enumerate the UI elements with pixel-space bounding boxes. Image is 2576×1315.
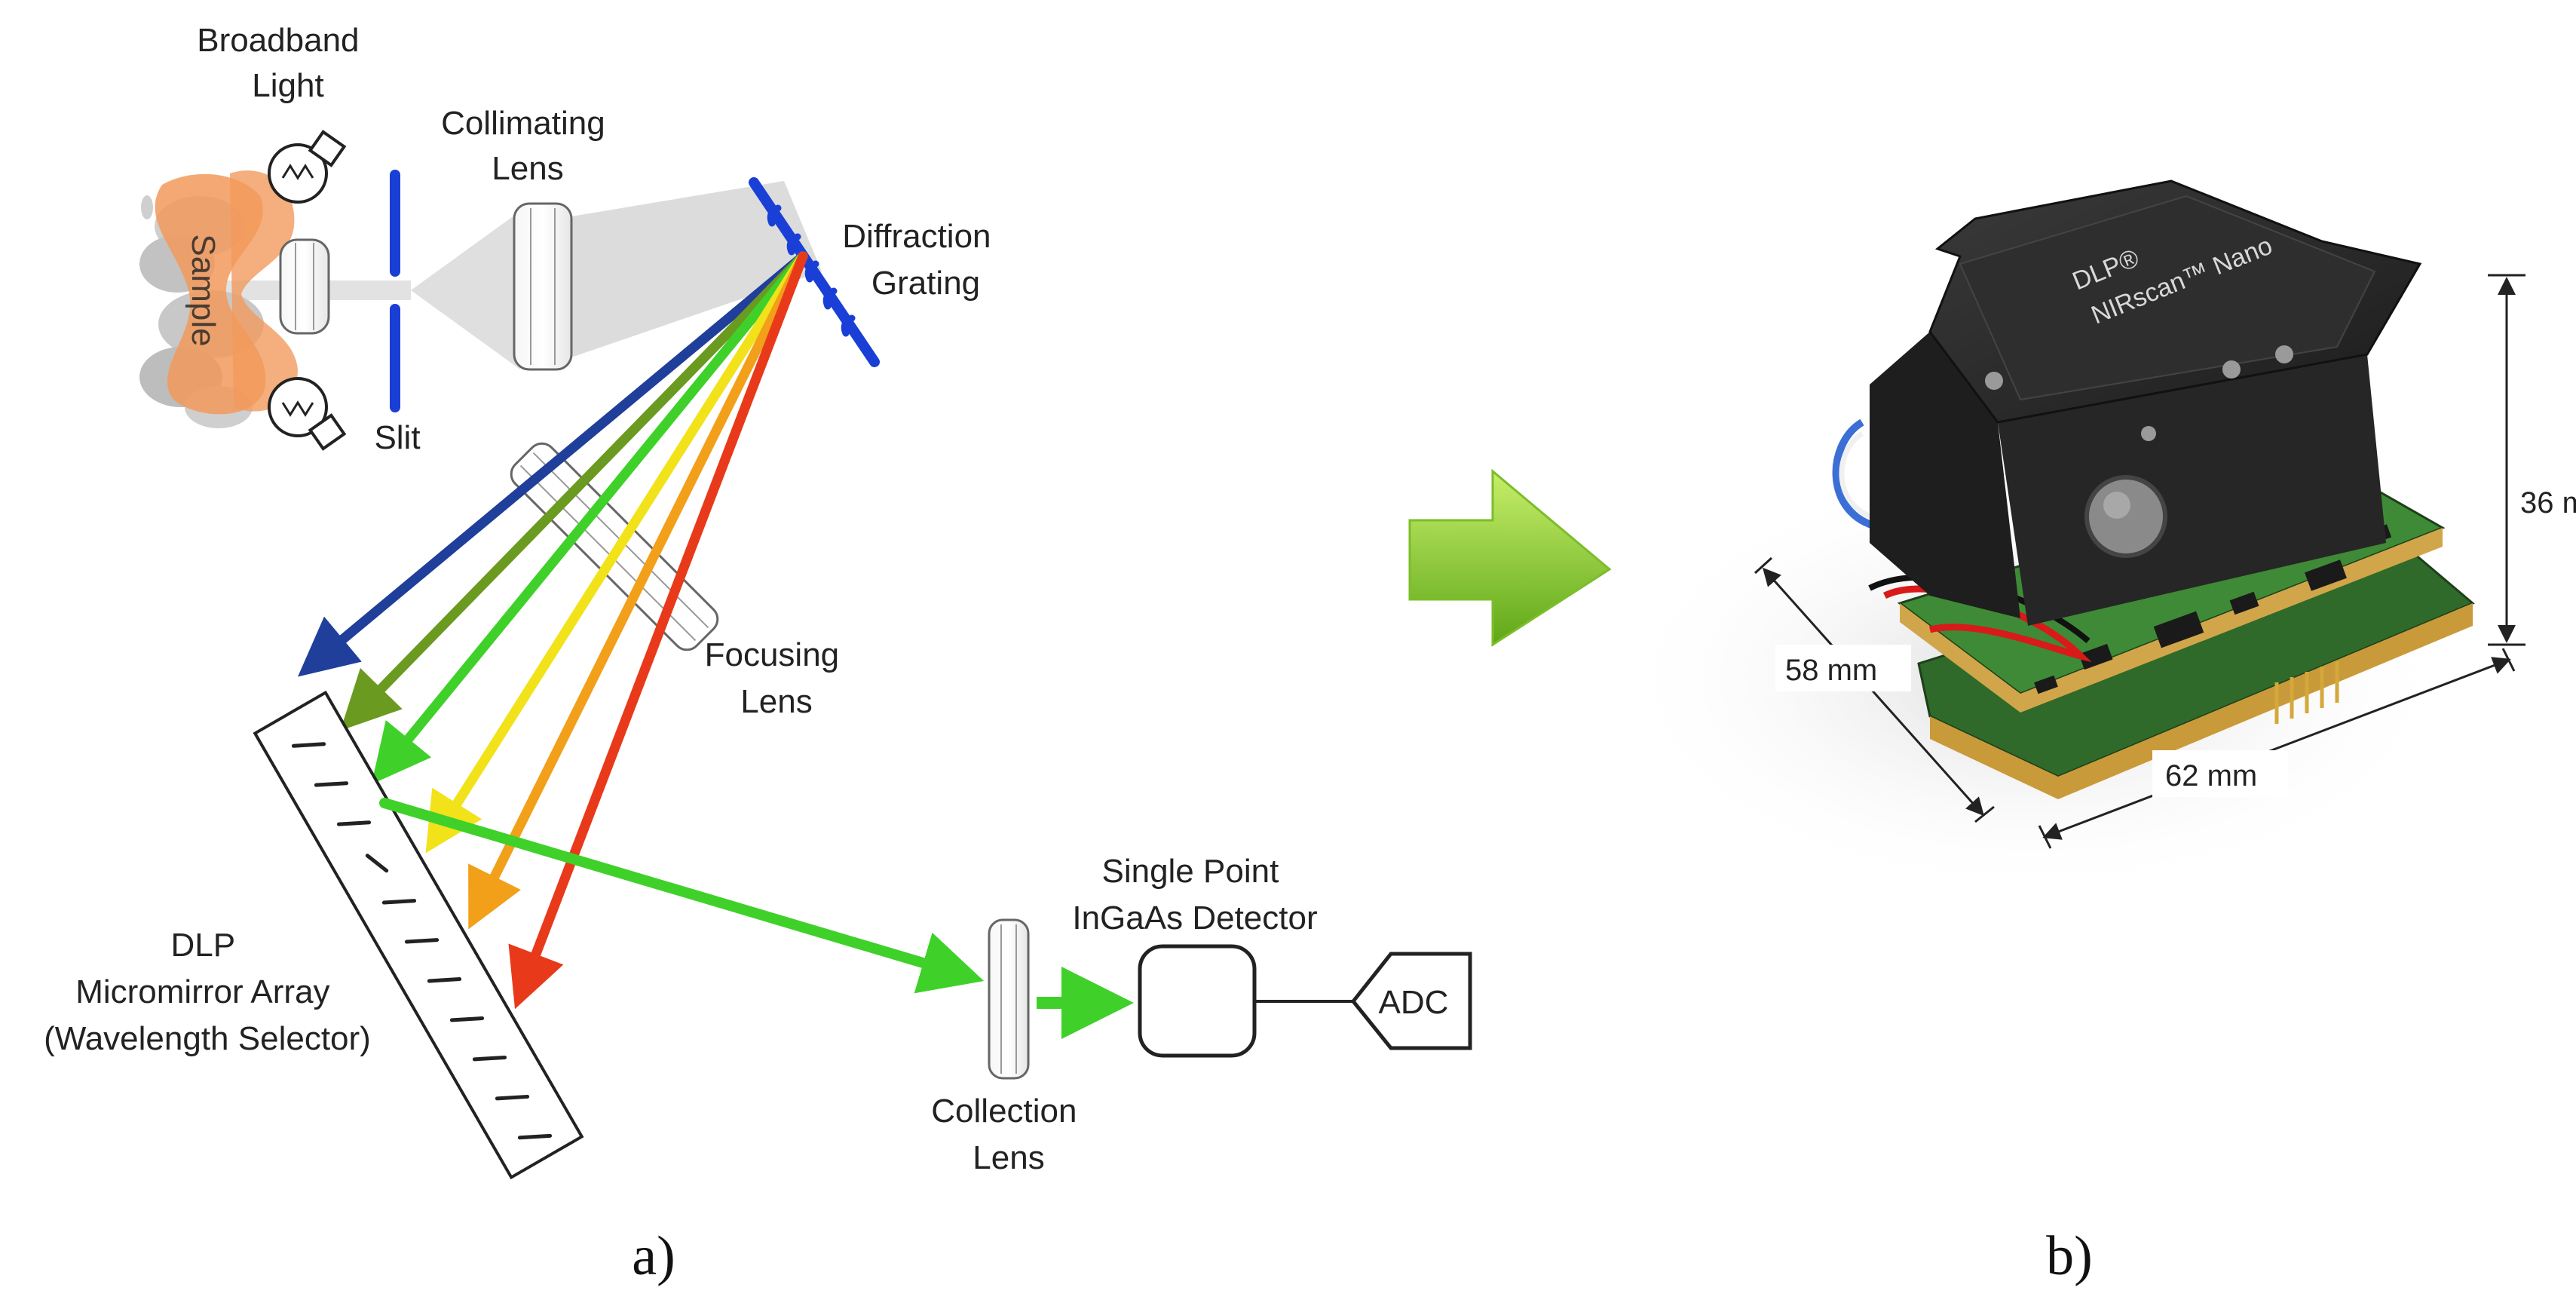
sample-icon [139,170,298,428]
sample-lens-icon [279,238,330,335]
dimension-depth [1754,556,1995,823]
depth-dimension-label: 58 mm [1785,654,1877,687]
bulb-icon-top [268,130,347,204]
bulb-icon-bottom [268,377,347,451]
broadband-light-label: Broadband Light [197,22,369,104]
panel-b-device: DLP® NIRscan™ Nano 36 mm 58 mm 62 mm b) [1613,179,2576,1287]
ray-green [371,251,808,785]
diffraction-grating-label: Diffraction Grating [842,218,1000,302]
dlp-micromirror-array-icon [253,690,584,1180]
panel-a-caption: a) [632,1225,675,1287]
detector-label: Single Point InGaAs Detector [1072,853,1317,936]
ray-orange [468,251,808,930]
reflected-beam [379,798,985,994]
collection-lens-label: Collection Lens [931,1093,1086,1176]
lens-port-icon [2084,475,2167,558]
collimating-lens-icon [513,202,573,371]
sample-label: Sample [185,234,222,346]
panel-b-caption: b) [2046,1225,2093,1287]
width-dimension-label: 62 mm [2165,759,2257,792]
slit-label: Slit [374,419,420,456]
diffraction-grating-icon [749,177,880,367]
right-arrow-icon [1408,468,1612,647]
ray-yellow [425,251,808,854]
adc-label: ADC [1379,984,1449,1021]
height-dimension-label: 36 mm [2520,486,2576,520]
dimension-width [2038,648,2516,849]
diffracted-rays [298,251,808,1010]
collimated-beam [558,181,822,362]
ray-red [508,251,808,1010]
housing-top-plate [1959,195,2376,401]
housing-screws [1985,345,2293,441]
collection-lens-icon [988,918,1030,1080]
panel-a-diagram: Sample Broadband Light Slit [44,22,1472,1287]
housing-front [1998,354,2386,626]
dlp-label: DLP Micromirror Array (Wavelength Select… [44,927,371,1057]
focusing-lens-label: Focusing Lens [705,636,849,720]
light-cone-slit [411,211,520,369]
ingaas-detector-icon [1138,944,1257,1058]
collimating-lens-label: Collimating Lens [441,105,614,187]
ray-olive [340,251,808,731]
ray-blue [298,251,808,677]
dimension-height [2488,274,2525,646]
adc-icon [1350,952,1472,1050]
